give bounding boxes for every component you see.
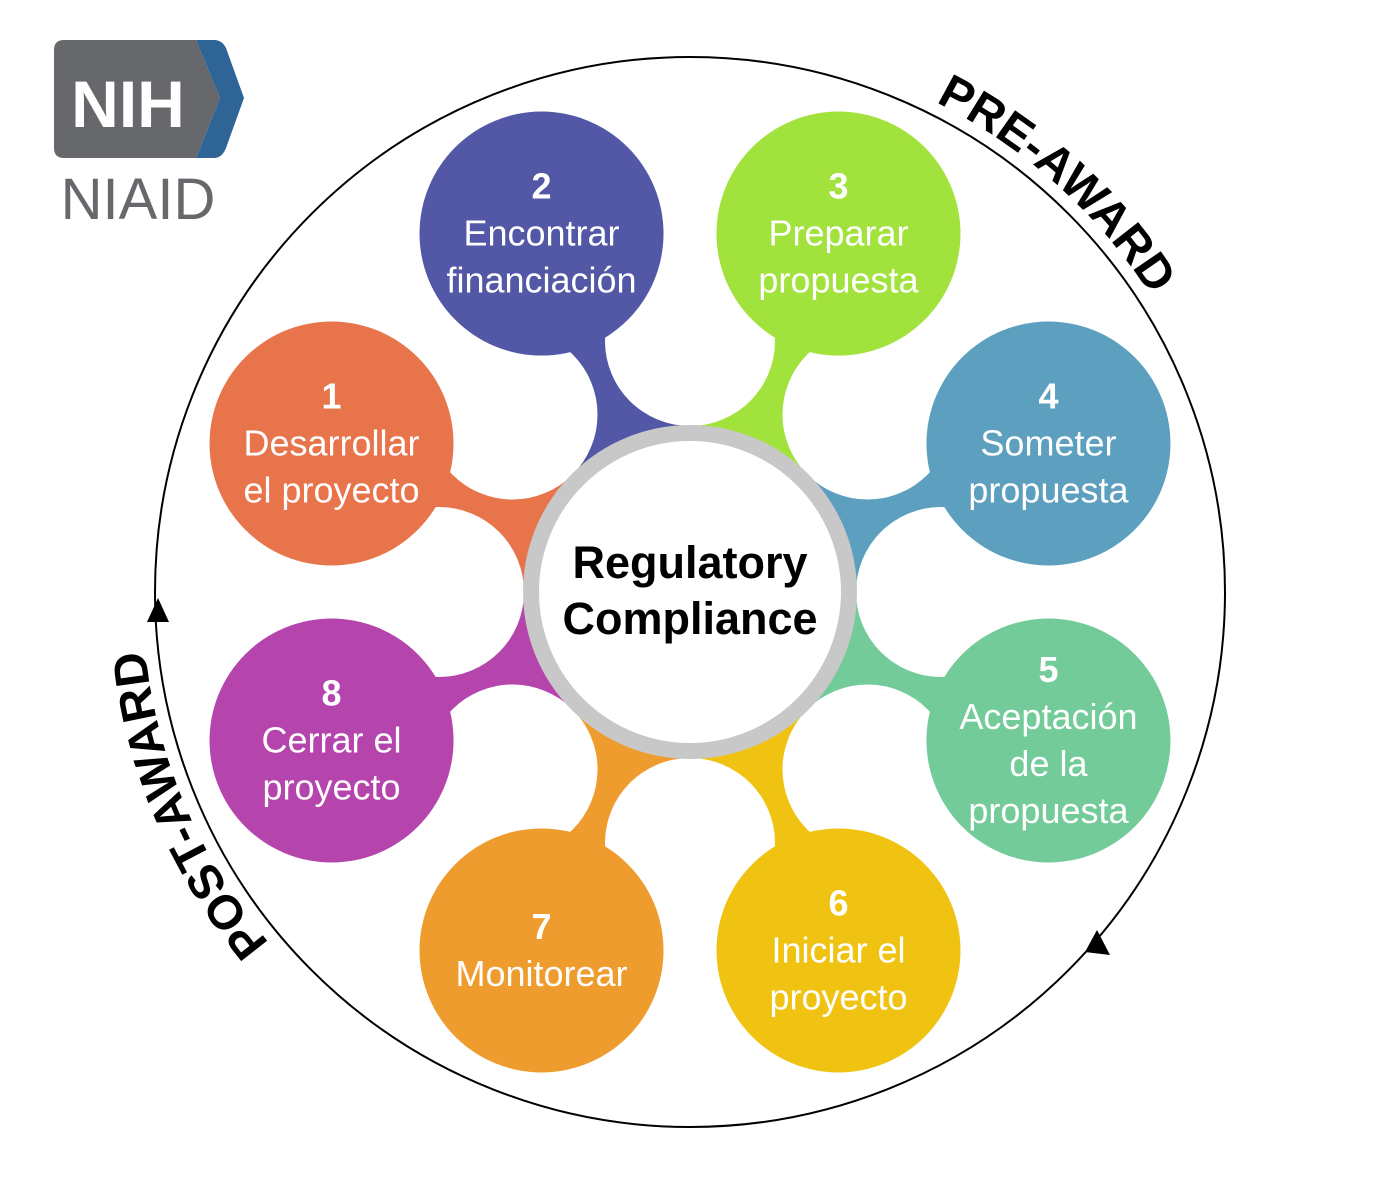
- step-4-number: 4: [1038, 376, 1058, 417]
- step-8-circle: [209, 618, 454, 863]
- nih-niaid-logo: NIH NIAID: [54, 40, 244, 232]
- logo-nih-text: NIH: [71, 67, 185, 141]
- step-6-label-line: Iniciar el: [771, 929, 905, 970]
- cycle-ring: [154, 56, 1226, 1128]
- step-8-label-line: Cerrar el: [262, 719, 402, 760]
- step-5-label-line: de la: [1009, 743, 1088, 784]
- step-5-circle: [926, 618, 1171, 863]
- logo-gray-badge: [54, 40, 220, 158]
- step-3-circle: [716, 111, 961, 356]
- center-circle: [523, 425, 857, 759]
- logo-chevron-blue: [196, 40, 244, 158]
- step-4-circle: [926, 321, 1171, 566]
- step-1-label-line: Desarrollar: [244, 423, 420, 464]
- step-5-label-line: propuesta: [968, 790, 1129, 831]
- step-5-number: 5: [1038, 649, 1058, 690]
- arrow-down-left-icon: [1085, 930, 1110, 955]
- step-7-number: 7: [532, 906, 552, 947]
- connector-gap: [427, 684, 598, 855]
- step-2-label-line: financiación: [446, 260, 636, 301]
- connector-gap: [782, 684, 953, 855]
- step-3-label-line: propuesta: [758, 260, 919, 301]
- step-7-label-line: Monitorear: [455, 953, 627, 994]
- step-1-circle: [209, 321, 454, 566]
- step-1-number: 1: [322, 376, 342, 417]
- step-2-number: 2: [532, 166, 552, 207]
- connector-gap: [782, 329, 953, 500]
- step-7-circle: [419, 828, 664, 1073]
- step-8-label-line: proyecto: [262, 766, 400, 807]
- step-8-number: 8: [322, 672, 342, 713]
- connector-gap: [605, 256, 775, 426]
- connector-gap: [354, 507, 524, 677]
- step-2-label-line: Encontrar: [463, 213, 619, 254]
- logo-niaid-text: NIAID: [61, 167, 216, 232]
- step-6-number: 6: [828, 882, 848, 923]
- step-4-label-line: propuesta: [968, 470, 1129, 511]
- center-title-line2: Compliance: [562, 593, 817, 644]
- arrow-up-icon: [147, 598, 169, 622]
- step-3-number: 3: [828, 166, 848, 207]
- center-hub: Regulatory Compliance: [523, 425, 857, 759]
- pre-award-label: PRE-AWARD: [930, 65, 1186, 302]
- connector-gap: [605, 758, 775, 928]
- step-2-circle: [419, 111, 664, 356]
- step-5-label-line: Aceptación: [959, 696, 1137, 737]
- step-6-circle: [716, 828, 961, 1073]
- step-3-label-line: Preparar: [768, 213, 908, 254]
- step-4-label-line: Someter: [980, 423, 1116, 464]
- connector-gap: [427, 329, 598, 500]
- connector-gap: [856, 507, 1026, 677]
- center-title-line1: Regulatory: [572, 537, 807, 588]
- step-1-label-line: el proyecto: [243, 470, 419, 511]
- step-6-label-line: proyecto: [769, 976, 907, 1017]
